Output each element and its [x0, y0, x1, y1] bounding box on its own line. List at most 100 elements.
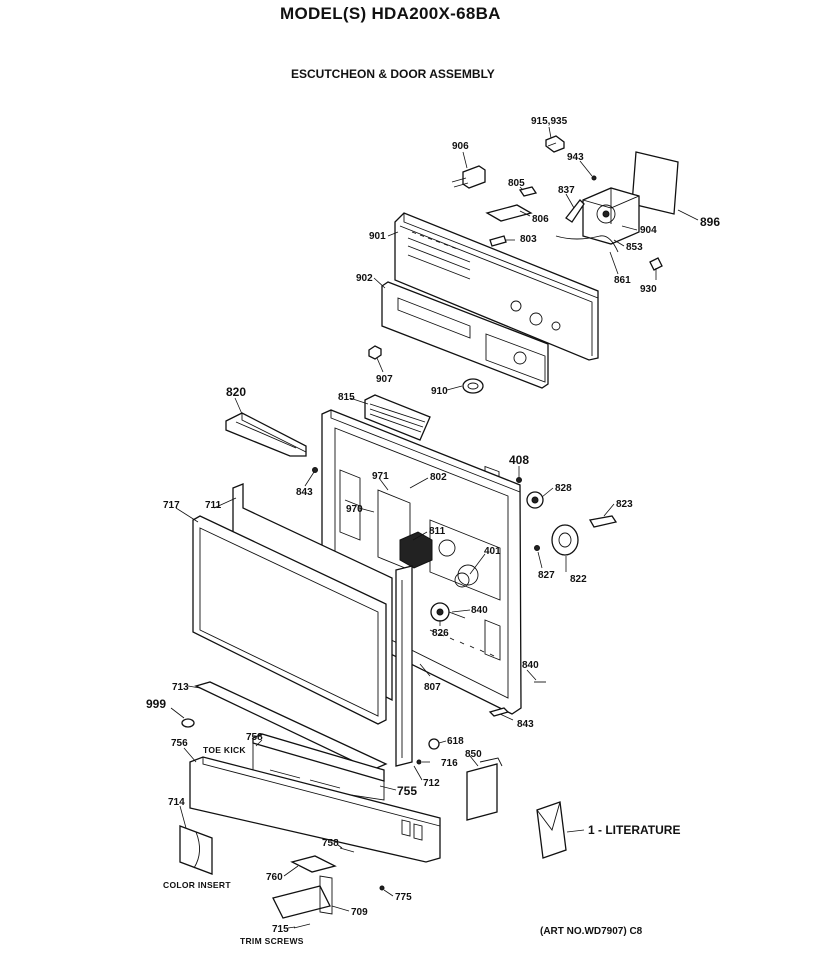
callout-904: 904 [640, 225, 657, 236]
part-713-trim [194, 681, 388, 771]
callout-827: 827 [538, 570, 555, 581]
part-828-cap [526, 491, 544, 509]
part-775 [379, 885, 385, 891]
literature-envelope-icon [536, 801, 585, 859]
section-title: ESCUTCHEON & DOOR ASSEMBLY [291, 67, 495, 81]
callout-758-lower: 758 [322, 838, 339, 849]
callout-910: 910 [431, 386, 448, 397]
callout-labels: 915,935 906 943 805 837 806 896 904 901 … [146, 116, 720, 935]
callout-815: 815 [338, 392, 355, 403]
part-999 [181, 718, 195, 728]
part-716 [416, 759, 422, 765]
part-811-dispenser [399, 531, 433, 569]
part-806-board [485, 204, 533, 222]
part-803 [489, 235, 507, 247]
part-618 [428, 738, 440, 750]
part-712-rail [395, 565, 413, 767]
part-915-clip [545, 135, 565, 153]
part-904-timer [582, 187, 640, 245]
callout-802: 802 [430, 472, 447, 483]
literature-label: 1 - LITERATURE [588, 823, 681, 837]
callout-999: 999 [146, 697, 166, 711]
caption-color-insert: COLOR INSERT [163, 880, 231, 890]
callout-853: 853 [626, 242, 643, 253]
caption-trim-screws: TRIM SCREWS [240, 936, 304, 946]
callout-843-lower: 843 [517, 719, 534, 730]
callout-775: 775 [395, 892, 412, 903]
part-896-sheet [631, 151, 679, 215]
callout-820: 820 [226, 385, 246, 399]
callout-943: 943 [567, 152, 584, 163]
callout-822: 822 [570, 574, 587, 585]
callout-971: 971 [372, 471, 389, 482]
callout-806: 806 [532, 214, 549, 225]
callout-401: 401 [484, 546, 501, 557]
part-910-grommet [462, 378, 484, 394]
part-714-color-insert [179, 825, 213, 875]
callout-711: 711 [205, 500, 222, 511]
callout-408: 408 [509, 453, 529, 467]
part-861-harness [555, 235, 619, 253]
callout-902: 902 [356, 273, 373, 284]
callout-970: 970 [346, 504, 363, 515]
callout-896: 896 [700, 215, 720, 229]
callout-756: 756 [171, 738, 188, 749]
callout-716: 716 [441, 758, 458, 769]
callout-714: 714 [168, 797, 185, 808]
callout-843-upper: 843 [296, 487, 313, 498]
callout-850: 850 [465, 749, 482, 760]
callout-709: 709 [351, 907, 368, 918]
callout-713: 713 [172, 682, 189, 693]
callout-828: 828 [555, 483, 572, 494]
callout-760: 760 [266, 872, 283, 883]
art-number: (ART NO.WD7907) C8 [540, 926, 643, 937]
part-408-screw [516, 477, 522, 483]
callout-861: 861 [614, 275, 631, 286]
callout-930: 930 [640, 284, 657, 295]
callout-715: 715 [272, 924, 289, 935]
part-715-trim-screw [293, 923, 311, 929]
part-820-handle [225, 412, 307, 457]
callout-906: 906 [452, 141, 469, 152]
callout-755: 755 [397, 784, 417, 798]
part-943-screw [591, 175, 597, 181]
callout-811: 811 [429, 526, 446, 537]
callout-840-mid: 840 [471, 605, 488, 616]
part-401 [454, 572, 470, 588]
part-823 [588, 515, 618, 528]
part-837-bracket [565, 199, 585, 223]
part-760-bracket [290, 855, 337, 873]
part-815-vent [364, 394, 431, 441]
caption-toe-kick: TOE KICK [203, 745, 246, 755]
part-717-outer-door-panel [192, 515, 387, 725]
part-756-lower-trim [189, 756, 441, 863]
callout-907: 907 [376, 374, 393, 385]
callout-758-upper: 758 [246, 732, 263, 743]
part-902-panel [381, 281, 549, 389]
callout-840-right: 840 [522, 660, 539, 671]
part-850-cover [466, 757, 503, 821]
leader-lines [170, 126, 699, 929]
part-843-screw [312, 467, 318, 473]
callout-915-935: 915,935 [531, 116, 568, 127]
model-title: MODEL(S) HDA200X-68BA [280, 4, 501, 23]
callout-837: 837 [558, 185, 575, 196]
callout-805: 805 [508, 178, 525, 189]
part-709-trim [272, 885, 331, 919]
callout-803: 803 [520, 234, 537, 245]
part-906-switch [451, 165, 486, 189]
callout-717: 717 [163, 500, 180, 511]
callout-712: 712 [423, 778, 440, 789]
part-843-clip [488, 707, 510, 717]
part-805 [518, 186, 538, 197]
part-907-clip [368, 345, 382, 360]
callout-618: 618 [447, 736, 464, 747]
callout-807: 807 [424, 682, 441, 693]
part-822-gear [551, 524, 579, 556]
part-930 [649, 257, 663, 271]
callout-826: 826 [432, 628, 449, 639]
part-758-screw [339, 847, 355, 853]
callout-823: 823 [616, 499, 633, 510]
